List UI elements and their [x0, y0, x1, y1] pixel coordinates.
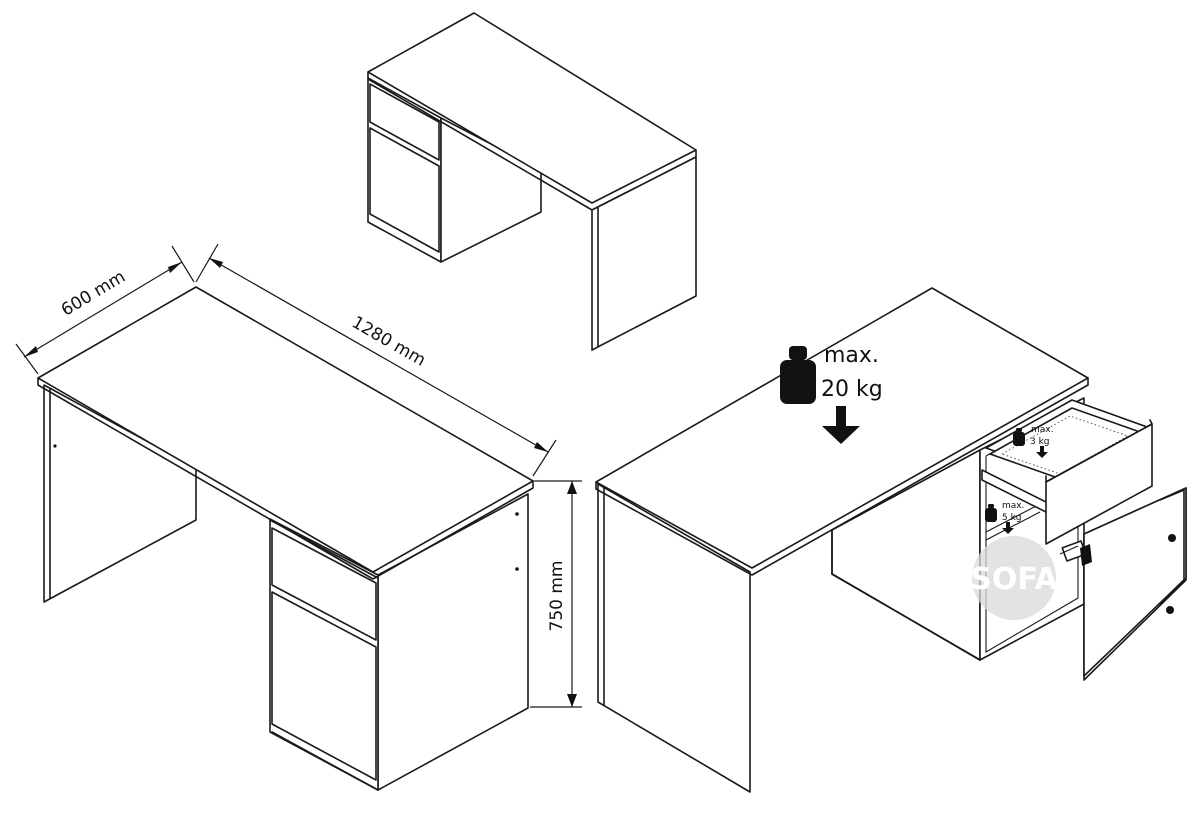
weight-icon-drawer [1013, 428, 1048, 458]
door-front [369, 127, 440, 253]
dimension-height: 750 mm [530, 480, 582, 708]
arrowhead [534, 442, 548, 452]
door-hole [1166, 606, 1174, 614]
open-door-face [1083, 487, 1187, 677]
extension-line [15, 343, 39, 375]
arrowhead [209, 258, 223, 268]
drawer-load-value: 3 kg [1030, 437, 1050, 447]
desk-view-open: max. 20 kg max. 3 kg max. 5 kg SOFA [595, 287, 1187, 793]
left-leg-panel [597, 483, 751, 793]
drawer-front [271, 527, 377, 641]
drawer-front-edge [1045, 419, 1153, 483]
arrowhead [168, 262, 182, 273]
shelf-load-value: 5 kg [1002, 513, 1022, 523]
door-hole [1168, 534, 1176, 542]
plinth-line [271, 731, 379, 791]
leg-panel-side [591, 156, 697, 351]
extension-line [195, 243, 219, 283]
dimension-line [208, 257, 549, 453]
extension-line [171, 245, 195, 283]
door-front [271, 591, 377, 781]
hinge-icon [1059, 540, 1092, 566]
weight-icon-shelf [985, 504, 1014, 534]
interior-shelf [985, 503, 1041, 533]
watermark-logo: SOFA [970, 536, 1058, 620]
weight-icon-top [780, 346, 860, 444]
arrowhead [567, 694, 577, 707]
dimension-line [23, 261, 183, 358]
top-load-value: 20 kg [821, 377, 883, 402]
desk-view-front: 600 mm 1280 mm 750 mm [15, 243, 582, 791]
desk-top-edge [37, 377, 534, 580]
dowel-hole [515, 512, 519, 516]
depth-label: 600 mm [58, 267, 129, 321]
dowel-hole [53, 444, 57, 448]
drawer-load-max: max. [1031, 425, 1053, 435]
shelf-load-max: max. [1002, 501, 1024, 511]
dowel-hole [515, 567, 519, 571]
top-load-max: max. [824, 343, 879, 368]
arrowhead [24, 346, 38, 357]
cabinet-edge [831, 529, 981, 661]
desk-top-edge [595, 377, 1089, 576]
watermark-text: SOFA [970, 562, 1058, 597]
extension-line [532, 439, 557, 477]
width-label: 1280 mm [348, 313, 429, 371]
drawer-front [369, 83, 440, 161]
arrowhead [567, 481, 577, 494]
interior-shelf [985, 511, 1041, 541]
desk-view-back [367, 12, 697, 351]
height-label: 750 mm [547, 561, 567, 632]
door-edge [1159, 489, 1185, 605]
